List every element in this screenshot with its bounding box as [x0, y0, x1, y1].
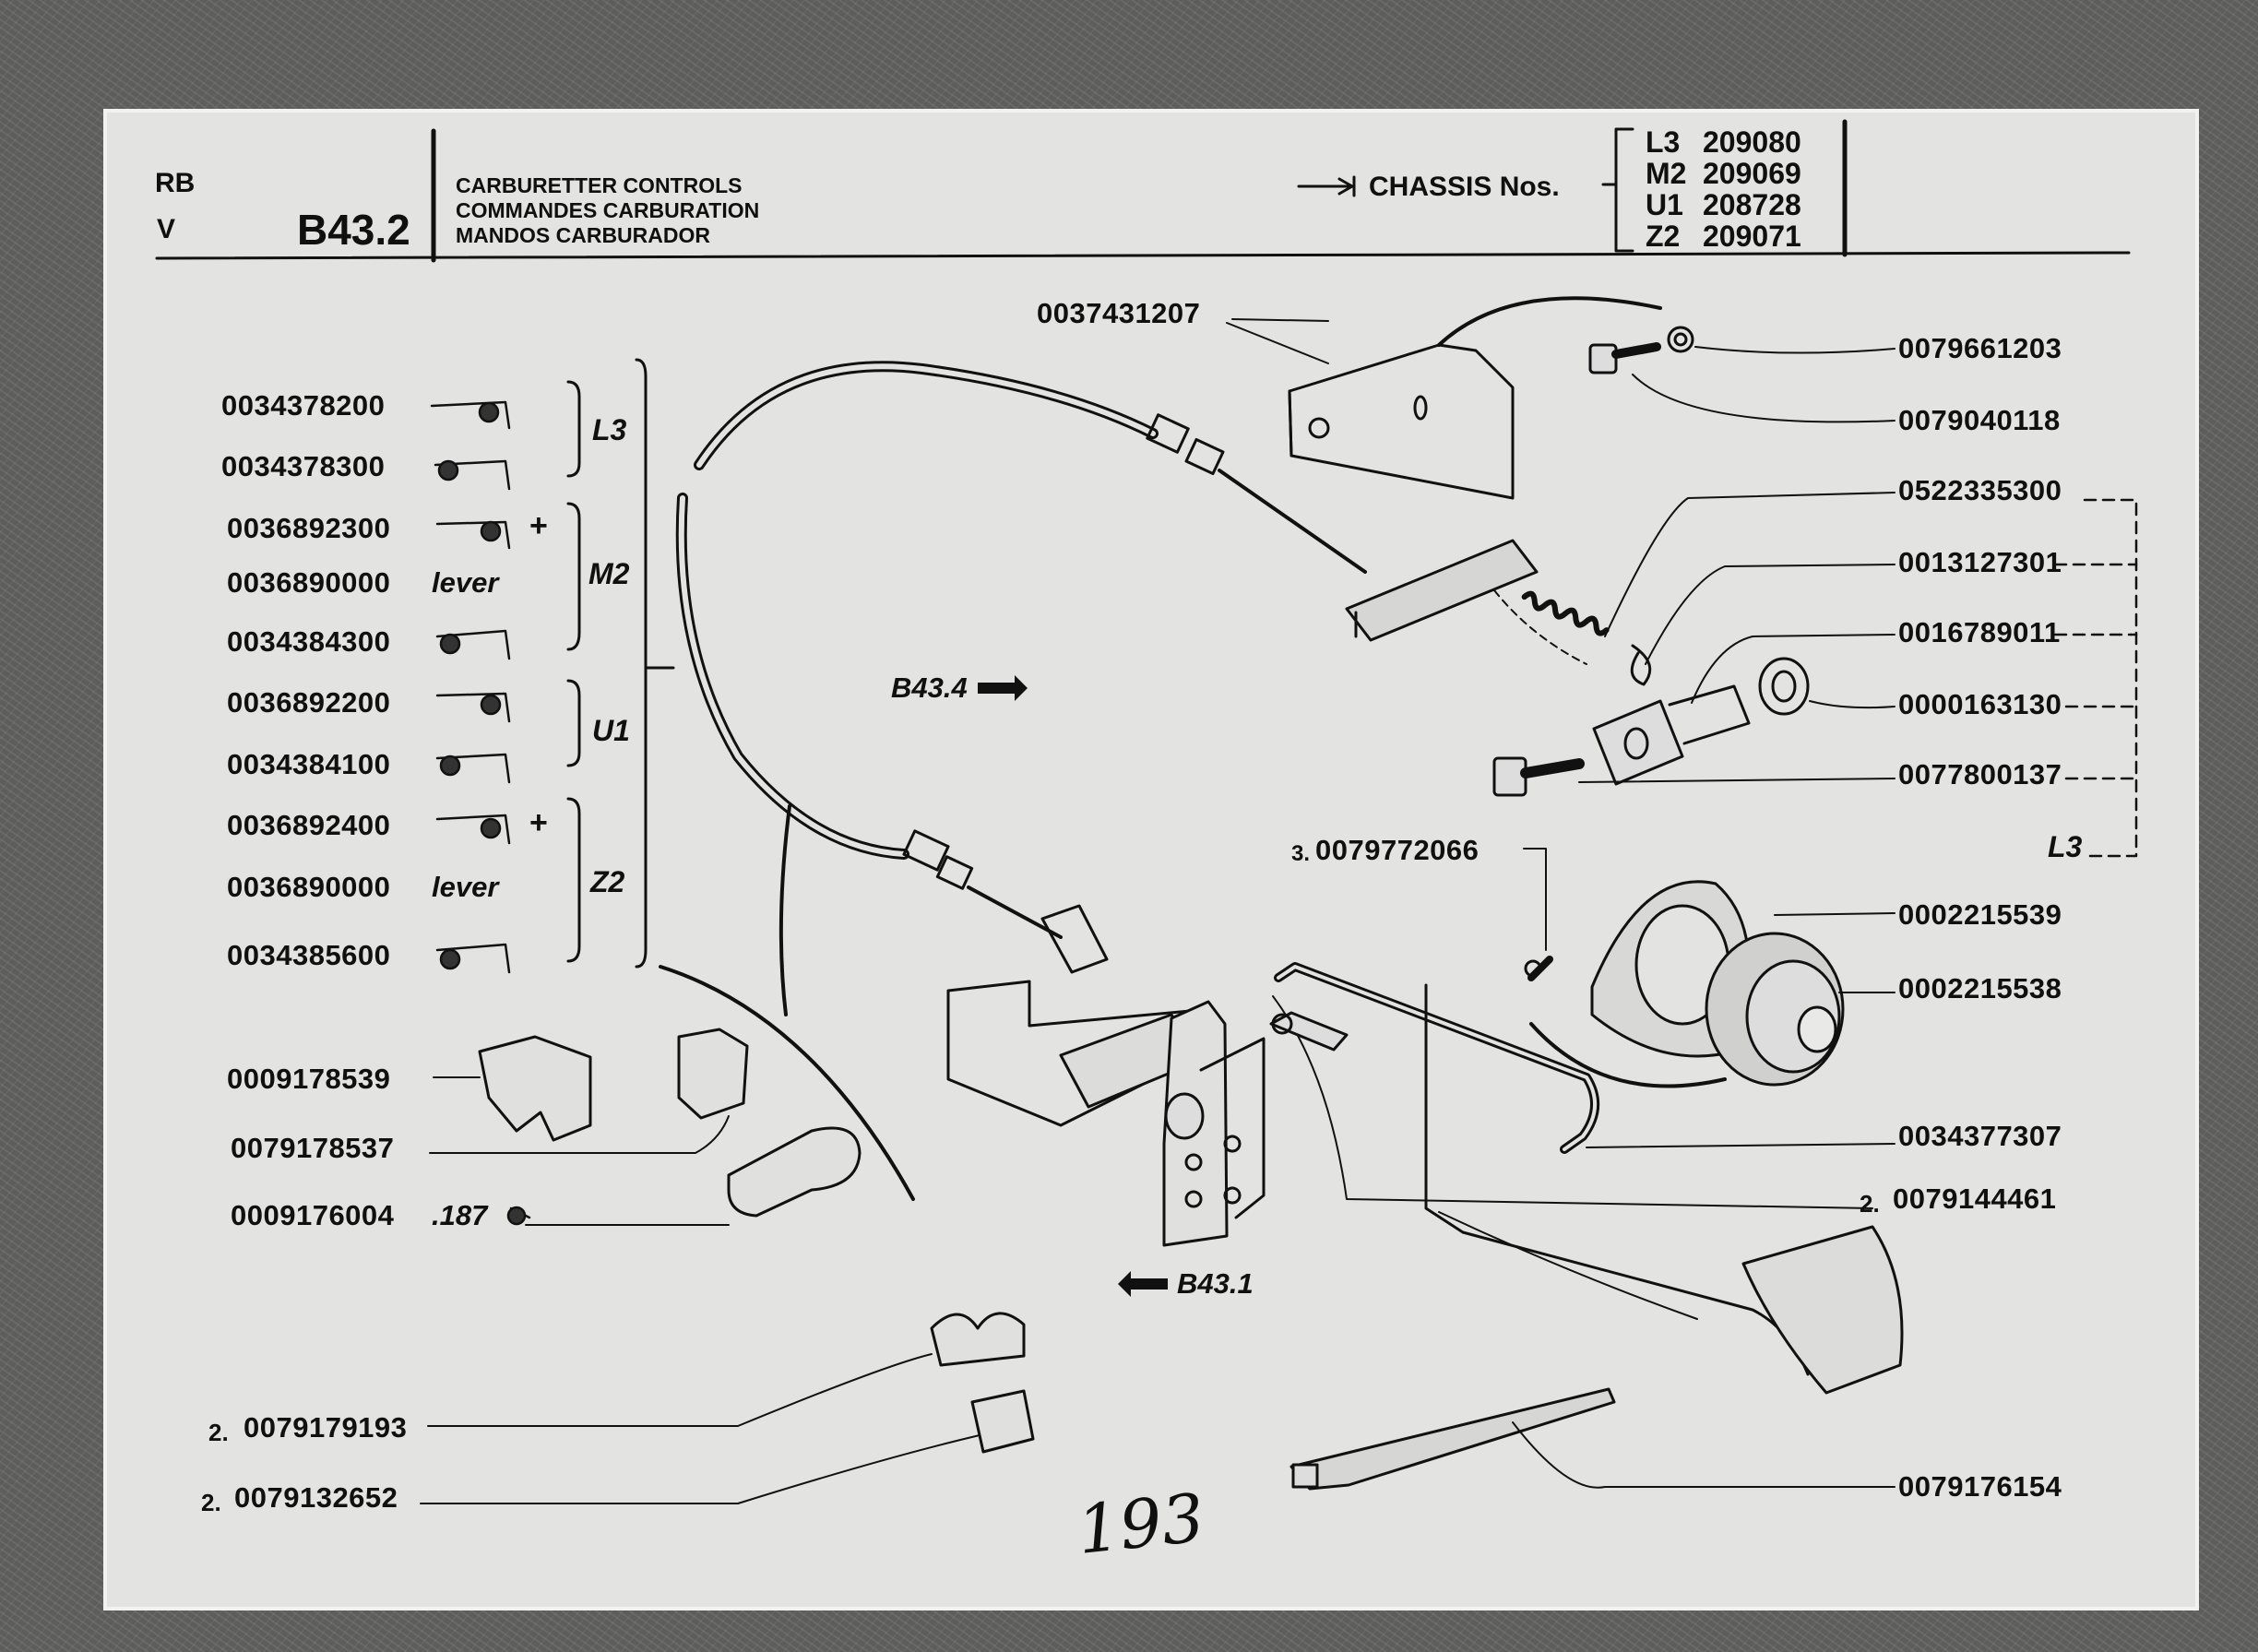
part-number: 0079176154 [1898, 1470, 2062, 1503]
mounting-bracket [1226, 296, 1662, 500]
quantity: 3. [1291, 841, 1311, 866]
ref-b43-1: B43.1 [1177, 1267, 1254, 1300]
cable-clip [420, 1028, 1035, 1504]
part-number: 0079772066 [1315, 834, 1480, 866]
section-number: B43.2 [297, 206, 410, 254]
floor-outline [659, 804, 1727, 1201]
part-number: 0079132652 [234, 1481, 398, 1514]
part-number: 0034384300 [227, 625, 391, 658]
chassis-number-l3: 209080 [1703, 125, 1801, 159]
part-number: 0034378200 [221, 389, 386, 422]
group-label-l3: L3 [592, 413, 627, 446]
part-number: 0037431207 [1037, 297, 1201, 329]
title-es: MANDOS CARBURADOR [456, 223, 710, 247]
bolt-icon [1588, 326, 1896, 423]
group-label-u1: U1 [592, 714, 630, 747]
ref-b43-4: B43.4 [891, 671, 968, 704]
header-rules [155, 119, 2131, 263]
part-number: 0036890000 [227, 871, 391, 903]
plus-sign: + [529, 805, 548, 840]
part-number: 0036892300 [227, 512, 391, 544]
group-bracket [566, 358, 675, 969]
part-number: 0034385600 [227, 939, 391, 971]
part-number: 0036892400 [227, 809, 391, 841]
chassis-model-l3: L3 [1646, 125, 1681, 159]
chassis-model-u1: U1 [1646, 188, 1683, 221]
part-number: 0002215539 [1898, 898, 2062, 931]
quantity: 2. [201, 1489, 221, 1516]
header-rb: RB [155, 168, 196, 198]
chassis-label: CHASSIS Nos. [1369, 172, 1560, 202]
part-number: 0009178539 [227, 1063, 391, 1095]
part-number: 0036892200 [227, 686, 391, 719]
group-label-z2: Z2 [590, 865, 625, 898]
chassis-number-z2: 209071 [1703, 220, 1801, 253]
part-number: 0079661203 [1898, 332, 2062, 364]
ref-arrow-icon [978, 675, 1168, 1297]
group-label-m2: M2 [588, 557, 630, 590]
chassis-number-u1: 208728 [1703, 188, 1801, 221]
size-note: .187 [432, 1199, 488, 1231]
part-number: 0034384100 [227, 748, 391, 780]
chassis-model-m2: M2 [1646, 157, 1687, 190]
header-v: V [157, 214, 176, 244]
part-number: 0000163130 [1898, 688, 2062, 720]
quantity: 2. [1860, 1190, 1880, 1218]
part-number: 0079040118 [1898, 404, 2061, 436]
part-number: 0077800137 [1898, 758, 2062, 790]
l3-dashed-bracket [2053, 498, 2138, 858]
pedal-bearing [1523, 848, 1896, 1087]
chassis-model-z2: Z2 [1646, 220, 1681, 253]
lever-label: lever [432, 871, 499, 903]
part-number: 0009176004 [231, 1199, 395, 1231]
chassis-number-m2: 209069 [1703, 157, 1801, 190]
cable-tie [1289, 1387, 1896, 1491]
pedal-bracket [946, 980, 1266, 1247]
title-fr: COMMANDES CARBURATION [456, 198, 760, 222]
accelerator-rod [1274, 962, 1896, 1154]
part-number: 0034377307 [1898, 1120, 2062, 1152]
part-number: 0522335300 [1898, 474, 2062, 506]
part-number: 0016789011 [1898, 616, 2061, 648]
lever-label: lever [432, 566, 499, 599]
quantity: 2. [208, 1419, 229, 1446]
part-number: 0002215538 [1898, 972, 2062, 1004]
chassis-arrow-icon [1297, 175, 1356, 197]
bolt-icon [1492, 756, 1896, 797]
pivot-bushing [1592, 634, 1896, 786]
part-number: 0079178537 [231, 1132, 395, 1164]
part-number: 0079179193 [244, 1411, 408, 1444]
part-number: 0034378300 [221, 450, 386, 482]
group-label-l3-right: L3 [2048, 830, 2083, 863]
linkage-spring [1345, 492, 1896, 686]
part-number: 0036890000 [227, 566, 391, 599]
pedal-lever [1269, 983, 1904, 1395]
part-number: 0079144461 [1893, 1183, 2057, 1215]
lever-icon [430, 400, 531, 1226]
plus-sign: + [529, 508, 548, 543]
throttle-cable [675, 361, 1367, 974]
part-number: 0013127301 [1898, 546, 2062, 578]
title-en: CARBURETTER CONTROLS [456, 173, 743, 197]
